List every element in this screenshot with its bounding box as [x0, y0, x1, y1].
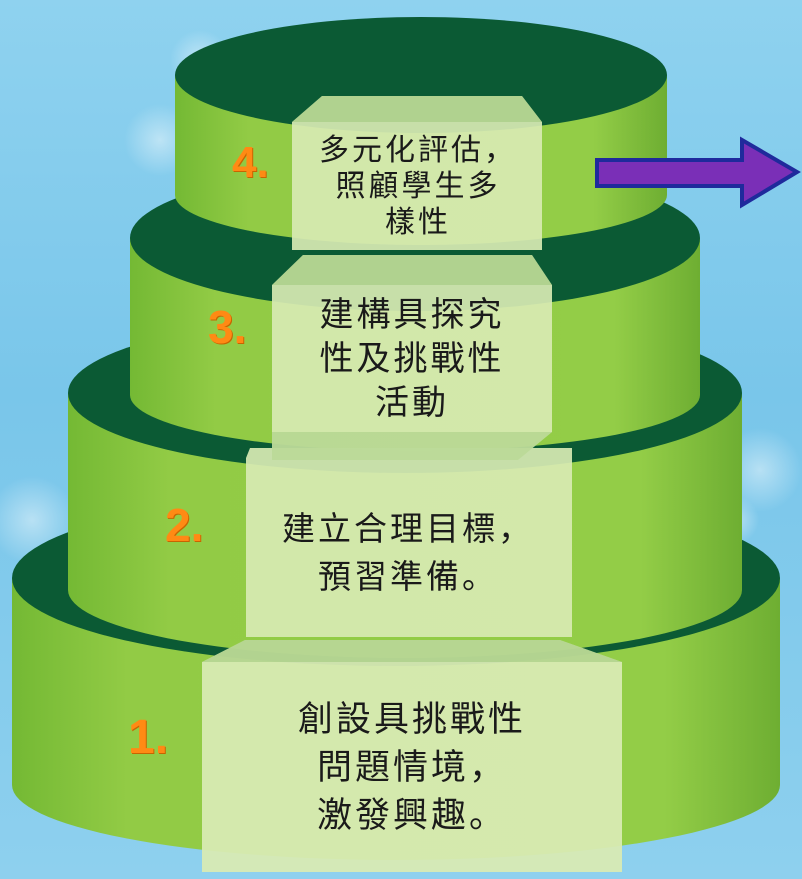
- tier-4-panel: [292, 96, 542, 250]
- label-panels: [202, 96, 622, 872]
- tier-2-number: 2.: [165, 499, 204, 551]
- right-arrow-icon: [595, 136, 801, 209]
- tier-1-label: 創設具挑戰性 問題情境， 激發興趣。: [297, 699, 526, 837]
- tier-2-label: 建立合理目標， 預習準備。: [282, 508, 534, 596]
- tier-4-top: [175, 17, 667, 133]
- tier-4-number: 4.: [232, 138, 269, 187]
- tier-2-panel: [246, 448, 572, 637]
- tier-4-label: 多元化評估， 照顧學生多 樣性: [319, 133, 517, 240]
- tier-3-panel: [272, 255, 552, 460]
- tier-1-number: 1.: [128, 711, 169, 764]
- tier-1-panel: [202, 640, 622, 872]
- tier-3-number: 3.: [208, 301, 247, 353]
- tier-3-label: 建構具探究 性及挑戰性 活動: [319, 294, 505, 424]
